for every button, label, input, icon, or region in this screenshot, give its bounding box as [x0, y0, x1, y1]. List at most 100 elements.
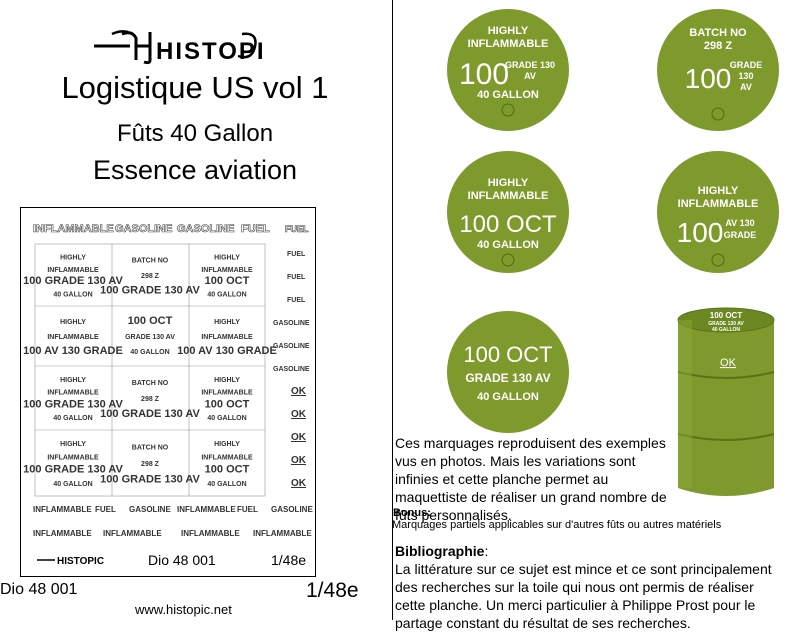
decal-cell-text: 100 GRADE 130 AV: [100, 285, 200, 297]
svg-text:100 OCT: 100 OCT: [459, 211, 557, 238]
decal-cell-text: HIGHLY: [214, 254, 240, 261]
decal-cell-text: 40 GALLON: [130, 349, 169, 356]
svg-text:298 Z: 298 Z: [704, 40, 732, 52]
description-text: Ces marquages reproduisent des exemples …: [395, 435, 667, 523]
decal-grid: [34, 243, 266, 497]
decal-sheet: INFLAMMABLE GASOLINE GASOLINE FUEL FUEL …: [20, 207, 316, 577]
svg-text:INFLAMMABLE: INFLAMMABLE: [468, 38, 549, 50]
decal-inflammable: INFLAMMABLE: [103, 529, 162, 538]
decal-cell-text: INFLAMMABLE: [201, 334, 253, 341]
product-ref: Dio 48 001: [0, 581, 78, 598]
decal-ok: OK: [291, 432, 307, 443]
decal-cell-text: 40 GALLON: [53, 415, 92, 422]
decal-cell-text: 100 OCT: [128, 315, 173, 327]
decal-cell-text: HIGHLY: [214, 441, 240, 448]
svg-text:GRADE: GRADE: [730, 60, 763, 70]
decal-bottom-rows: INFLAMMABLE FUEL GASOLINE INFLAMMABLE FU…: [33, 505, 313, 538]
decal-cell-text: 298 Z: [141, 461, 160, 468]
svg-text:HIGHLY: HIGHLY: [488, 177, 529, 189]
sheet-logo: HISTOPIC: [37, 556, 104, 567]
decal-cell-text: 40 GALLON: [207, 415, 246, 422]
drum-top-1: HIGHLY INFLAMMABLE 100 GRADE 130 AV 40 G…: [447, 9, 569, 131]
subtitle-fuel: Essence aviation: [92, 155, 298, 185]
svg-text:HISTOPIC: HISTOPIC: [57, 556, 104, 567]
decal-cell-text: INFLAMMABLE: [47, 334, 99, 341]
drum-top-4: HIGHLY INFLAMMABLE 100 AV 130 GRADE: [657, 151, 779, 273]
decal-cell-text: 100 GRADE 130 AV: [23, 398, 123, 410]
decal-cell-text: 40 GALLON: [53, 481, 92, 488]
decal-cell-text: HIGHLY: [214, 319, 240, 326]
barrel-illustration: 100 OCT GRADE 130 AV 40 GALLON OK: [677, 307, 775, 496]
svg-text:BATCH NO: BATCH NO: [689, 27, 747, 39]
decal-ok: OK: [291, 455, 307, 466]
decal-gasoline: GASOLINE: [115, 223, 172, 235]
histopic-logo: HISTOPIC: [94, 30, 262, 65]
decal-cell-text: 100 GRADE 130 AV: [23, 275, 123, 287]
decal-cell-text: INFLAMMABLE: [47, 267, 99, 274]
decal-cell-text: BATCH NO: [132, 258, 169, 265]
website-url: www.histopic.net: [135, 602, 232, 617]
decal-fuel: FUEL: [285, 224, 309, 234]
svg-text:GRADE: GRADE: [724, 230, 757, 240]
bibliography-heading: Bibliographie:: [395, 543, 489, 559]
bonus-heading: Bonus:: [393, 507, 431, 519]
decal-cell-text: BATCH NO: [132, 380, 169, 387]
svg-text:AV: AV: [524, 71, 536, 81]
decal-cell-text: 100 AV 130 GRADE: [177, 345, 277, 357]
decal-inflammable: INFLAMMABLE: [33, 529, 92, 538]
decal-fuel: FUEL: [237, 505, 258, 514]
svg-text:40 GALLON: 40 GALLON: [477, 391, 539, 403]
svg-text:GRADE 130: GRADE 130: [505, 60, 555, 70]
decal-cell-text: INFLAMMABLE: [47, 390, 99, 397]
svg-text:130: 130: [738, 71, 753, 81]
decal-cell-text: 100 AV 130 GRADE: [23, 345, 123, 357]
decal-cell-text: HIGHLY: [60, 254, 86, 261]
decal-cell-text: HIGHLY: [60, 319, 86, 326]
decal-ok: OK: [291, 409, 307, 420]
decal-inflammable: INFLAMMABLE: [33, 223, 114, 235]
svg-text:40 GALLON: 40 GALLON: [477, 239, 539, 251]
svg-text:100: 100: [459, 58, 509, 91]
decal-inflammable: INFLAMMABLE: [33, 505, 92, 514]
decal-inflammable: INFLAMMABLE: [181, 529, 240, 538]
decal-cell-text: INFLAMMABLE: [201, 390, 253, 397]
decal-fuel: FUEL: [287, 251, 306, 258]
decal-cell-text: INFLAMMABLE: [47, 454, 99, 461]
decal-cell-text: 100 OCT: [205, 398, 250, 410]
svg-text:HIGHLY: HIGHLY: [488, 25, 529, 37]
svg-text:AV 130: AV 130: [725, 218, 754, 228]
decal-fuel: FUEL: [95, 505, 116, 514]
decal-cell-text: 100 OCT: [205, 275, 250, 287]
decal-cell-text: 100 GRADE 130 AV: [100, 474, 200, 486]
decal-inflammable: INFLAMMABLE: [253, 529, 312, 538]
decal-gasoline: GASOLINE: [273, 366, 310, 373]
decal-gasoline: GASOLINE: [271, 505, 313, 514]
page-title: Logistique US vol 1: [61, 70, 329, 105]
svg-text:GRADE 130 AV: GRADE 130 AV: [465, 371, 550, 385]
svg-text:40 GALLON: 40 GALLON: [477, 89, 539, 101]
bibliography-text: La littérature sur ce sujet est mince et…: [395, 561, 772, 631]
decal-fuel: FUEL: [287, 274, 306, 281]
decal-cell-text: 40 GALLON: [53, 292, 92, 299]
drum-top-3: HIGHLY INFLAMMABLE 100 OCT 40 GALLON: [447, 151, 569, 273]
decal-cell-text: BATCH NO: [132, 445, 169, 452]
decal-cell-text: 298 Z: [141, 273, 160, 280]
svg-text:AV: AV: [740, 82, 752, 92]
decal-cell-text: HIGHLY: [60, 377, 86, 384]
decal-cell-text: INFLAMMABLE: [201, 267, 253, 274]
svg-text:40 GALLON: 40 GALLON: [712, 327, 740, 333]
decal-cell-text: 40 GALLON: [207, 292, 246, 299]
decal-cell-text: 100 GRADE 130 AV: [100, 408, 200, 420]
svg-text:HIGHLY: HIGHLY: [698, 185, 739, 197]
decal-gasoline: GASOLINE: [273, 320, 310, 327]
decal-ok: OK: [291, 386, 307, 397]
svg-text:100 OCT: 100 OCT: [463, 342, 552, 367]
svg-text:100: 100: [685, 63, 732, 94]
page-divider: [392, 0, 393, 620]
bonus-text: Marquages partiels applicables sur d'aut…: [392, 519, 722, 531]
decal-right-column: FUELFUELFUELGASOLINEGASOLINEGASOLINEOKOK…: [273, 251, 310, 489]
svg-text:100 OCT: 100 OCT: [710, 311, 743, 320]
decal-cell-text: 100 GRADE 130 AV: [23, 464, 123, 476]
sheet-footer-ref: Dio 48 001: [148, 552, 216, 568]
